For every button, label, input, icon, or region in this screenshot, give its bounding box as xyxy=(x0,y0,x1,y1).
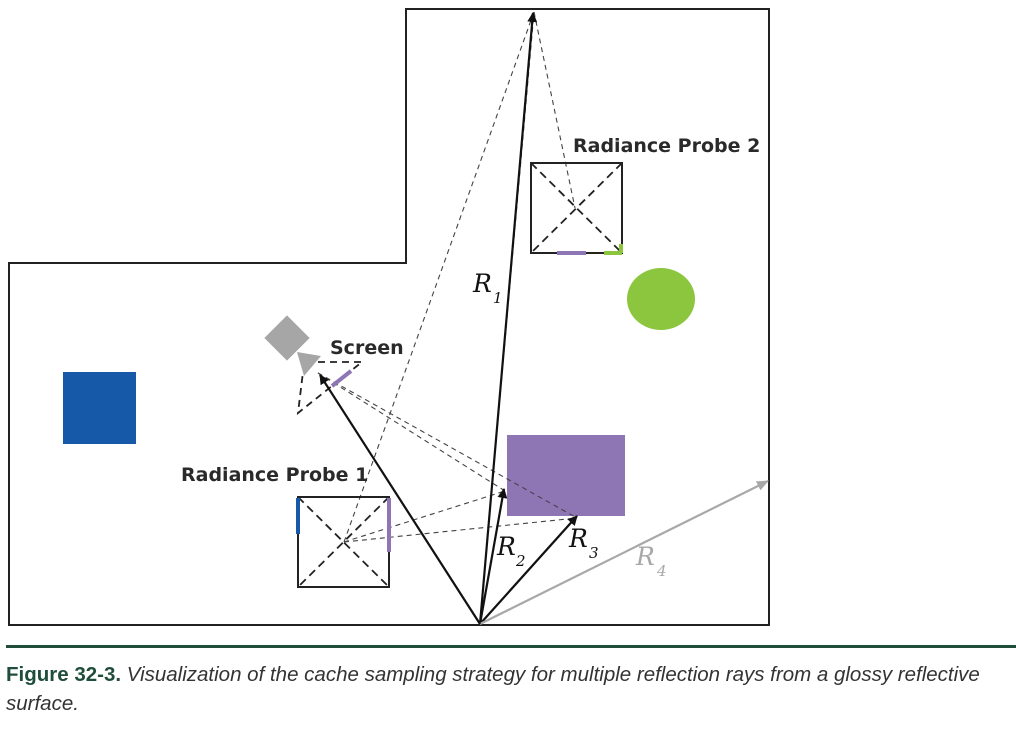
ray-r1-subscript: 1 xyxy=(493,289,503,307)
ray-r3-subscript: 3 xyxy=(589,544,599,562)
caption-divider xyxy=(6,645,1016,648)
diagram: Radiance Probe 2 Screen Radiance Probe 1… xyxy=(8,8,770,626)
ray-r3 xyxy=(479,515,578,625)
ray-r4-subscript: 4 xyxy=(656,562,667,580)
blue-object xyxy=(63,372,136,444)
green-object xyxy=(627,268,695,330)
purple-object xyxy=(507,435,625,516)
probe-2-label: Radiance Probe 2 xyxy=(573,135,760,157)
radiance-probe-2 xyxy=(530,162,623,255)
figure-caption: Figure 32-3. Visualization of the cache … xyxy=(6,660,1010,718)
ray-screen xyxy=(319,374,481,625)
ray-r1 xyxy=(478,12,538,625)
ray-r4 xyxy=(479,480,769,625)
figure-number: Figure 32-3. xyxy=(6,663,122,686)
radiance-probe-1 xyxy=(296,496,391,588)
ray-r1-label: R xyxy=(472,269,492,298)
ray-r3-label: R xyxy=(568,524,588,553)
screen-frustum xyxy=(296,361,365,416)
ray-r2 xyxy=(478,488,508,625)
room-outline xyxy=(8,8,770,626)
dashed-sample-rays xyxy=(317,11,578,625)
probe-1-label: Radiance Probe 1 xyxy=(181,464,368,486)
ray-r2-label: R xyxy=(496,532,516,561)
screen-label: Screen xyxy=(330,337,404,359)
camera-icon xyxy=(264,315,321,376)
ray-r4-label: R xyxy=(635,542,655,571)
ray-r2-subscript: 2 xyxy=(515,552,526,570)
figure-caption-text: Visualization of the cache sampling stra… xyxy=(6,663,980,715)
